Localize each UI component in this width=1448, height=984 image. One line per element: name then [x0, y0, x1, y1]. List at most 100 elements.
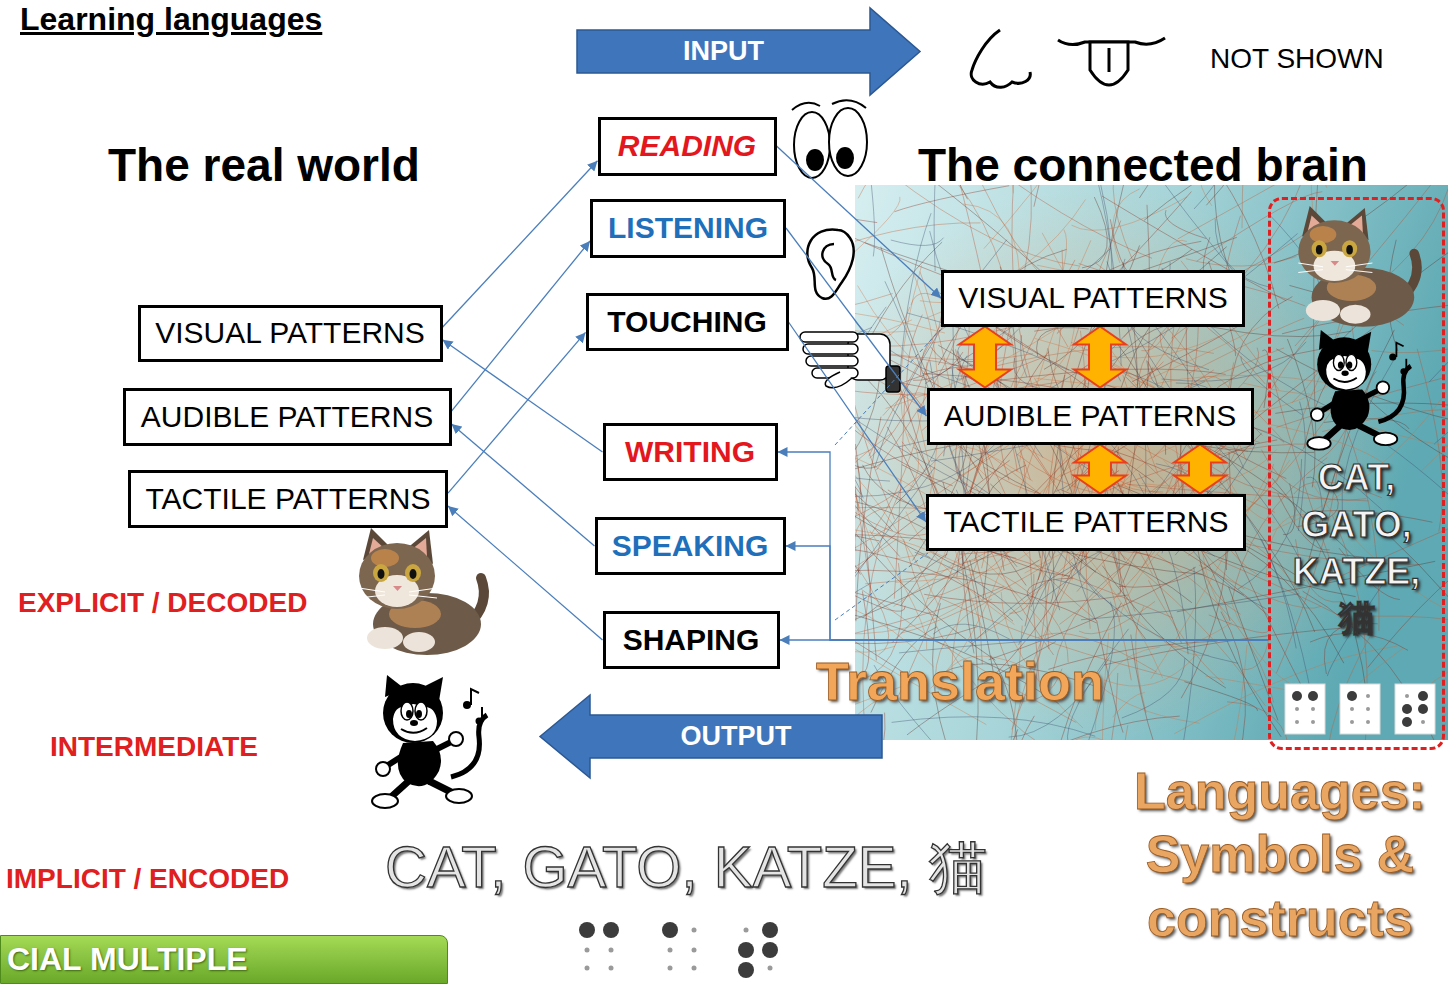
banner-box: CIAL MULTIPLE — [0, 935, 448, 984]
neuron-fibre — [855, 512, 926, 595]
braille-symbol — [1421, 720, 1425, 724]
kitten-picture — [1298, 206, 1417, 327]
neuron-fibre — [1096, 444, 1318, 495]
box-label: AUDIBLE PATTERNS — [141, 400, 433, 435]
braille-symbol — [1292, 691, 1302, 701]
hand-icon — [800, 332, 858, 342]
neuron-fibre — [907, 315, 923, 422]
braille-symbol — [1402, 704, 1412, 714]
neuron-fibre — [900, 213, 931, 376]
braille-symbol — [585, 966, 590, 971]
braille-symbol — [692, 948, 697, 953]
double-arrow — [959, 327, 1011, 388]
braille-symbol — [1311, 707, 1315, 711]
neuron-fibre — [855, 201, 877, 223]
eyes-icon — [792, 103, 820, 110]
braille-symbol — [1395, 684, 1435, 734]
nose-icon — [971, 30, 1030, 87]
neuron-fibre — [1205, 645, 1247, 740]
hand-icon — [803, 344, 858, 354]
box-label: TACTILE PATTERNS — [145, 482, 430, 517]
neuron-fibre — [933, 624, 1010, 639]
brain-illustration — [855, 185, 1448, 740]
neuron-fibre — [855, 276, 895, 520]
neuron-fibre — [1056, 580, 1118, 616]
neuron-fibre — [856, 444, 877, 660]
box-label: LISTENING — [608, 211, 768, 246]
box-label: INPUT — [683, 36, 764, 67]
braille-symbol — [1311, 720, 1315, 724]
wire — [835, 330, 940, 445]
neuron-fibre — [855, 586, 905, 612]
neuron-fibre — [1231, 601, 1319, 696]
wire — [835, 553, 928, 620]
braille-symbol — [668, 948, 673, 953]
connector-arrow — [443, 161, 598, 328]
neuron-fibre — [1214, 185, 1233, 281]
box-label: SPEAKING — [612, 529, 769, 564]
neuron-fibre — [855, 467, 935, 683]
tongue-icon — [1090, 42, 1128, 85]
braille-symbol — [1418, 691, 1428, 701]
braille-symbol — [1405, 694, 1409, 698]
neuron-fibre — [870, 530, 927, 649]
neuron-fibre — [1014, 559, 1081, 740]
box-label: VISUAL PATTERNS — [155, 316, 425, 351]
skill-box: TOUCHING — [586, 293, 789, 351]
eyes-icon — [794, 112, 830, 178]
skill-box: WRITING — [603, 423, 778, 481]
diagram-title: Learning languages — [20, 2, 322, 37]
neuron-fibre — [989, 567, 1196, 660]
wire — [835, 330, 940, 620]
cartoon-cat-picture — [372, 675, 487, 808]
neuron-fibre — [968, 185, 1152, 258]
connector-arrow — [780, 639, 1269, 640]
section-heading: The real world — [108, 140, 420, 191]
connector-arrow — [777, 146, 942, 298]
neuron-fibre — [1148, 580, 1224, 684]
box-label: WRITING — [625, 435, 755, 470]
box-label: TOUCHING — [607, 305, 766, 340]
pattern-box: TACTILE PATTERNS — [128, 470, 448, 528]
skill-box: LISTENING — [590, 199, 786, 258]
caption-label: Languages: Symbols & constructs — [1120, 760, 1440, 950]
connector-arrow — [448, 332, 586, 493]
braille-symbol — [762, 942, 778, 958]
braille-symbol — [1402, 717, 1412, 727]
neuron-fibre — [855, 570, 1097, 623]
eyes-icon — [807, 150, 823, 170]
neuron-fibre — [858, 185, 907, 198]
neuron-fibre — [1118, 372, 1166, 389]
language-words: CAT, GATO, KATZE, 猫 — [1275, 455, 1438, 642]
braille-symbol — [668, 966, 673, 971]
neuron-fibre — [1242, 185, 1279, 228]
box-label: SHAPING — [623, 623, 760, 658]
process-label: Translation — [816, 652, 1104, 711]
braille-symbol — [1285, 684, 1325, 734]
neuron-fibre — [855, 543, 1013, 621]
neuron-fibre — [1417, 349, 1442, 532]
neuron-fibre — [888, 185, 1079, 266]
eyes-icon — [829, 108, 867, 176]
braille-symbol — [738, 942, 754, 958]
connector-arrow — [443, 340, 603, 452]
pattern-box: TACTILE PATTERNS — [926, 494, 1246, 551]
braille-symbol — [585, 948, 590, 953]
neuron-fibre — [1187, 318, 1304, 374]
language-region: CAT, GATO, KATZE, 猫 — [1268, 197, 1445, 750]
eyes-icon — [792, 100, 867, 178]
neuron-fibre — [1111, 543, 1121, 594]
pattern-box: AUDIBLE PATTERNS — [927, 388, 1254, 445]
neuron-fibre — [1009, 574, 1034, 613]
braille-symbol — [738, 962, 754, 978]
tongue-icon — [1108, 48, 1111, 72]
neuron-fibre — [951, 447, 1033, 481]
braille-symbol — [609, 966, 614, 971]
neuron-fibre — [892, 717, 1096, 737]
connector-arrow — [452, 241, 591, 411]
cartoon-cat-picture — [1307, 330, 1411, 450]
braille-symbol — [579, 922, 595, 938]
neuron-fibre — [1434, 331, 1448, 444]
braille-symbol — [662, 922, 678, 938]
neuron-fibre — [1247, 539, 1300, 593]
